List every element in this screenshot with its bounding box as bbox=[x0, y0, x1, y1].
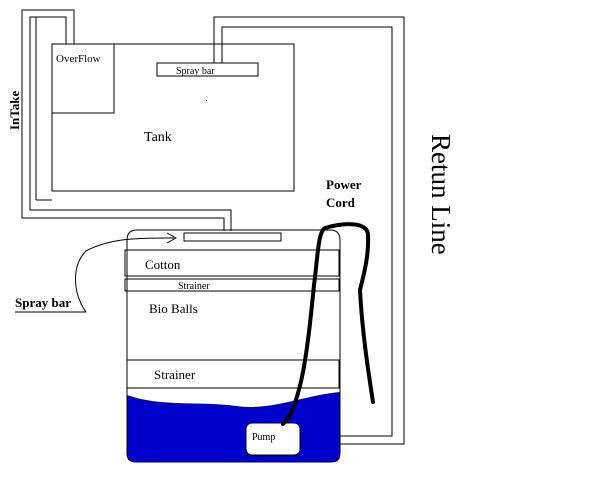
bio-balls-label: Bio Balls bbox=[149, 301, 198, 316]
strainer-top-label: Strainer bbox=[178, 281, 210, 292]
tank-dot bbox=[206, 100, 207, 101]
sump-outline bbox=[126, 229, 341, 463]
cotton-label: Cotton bbox=[145, 257, 181, 272]
strainer-top bbox=[124, 278, 340, 292]
power-cord bbox=[281, 222, 375, 426]
power-cord-label-line2: Cord bbox=[326, 195, 356, 210]
tank-spray-bar-label: Spray bar bbox=[176, 66, 215, 77]
cotton-layer bbox=[124, 249, 340, 277]
strainer-bottom bbox=[126, 359, 340, 389]
sump-spray-bar-label: Spray bar bbox=[15, 295, 71, 310]
return-line-label: Retun Line bbox=[426, 134, 456, 255]
intake-pipe-inner bbox=[29, 16, 232, 231]
tank-label: Tank bbox=[144, 130, 172, 145]
pump-box bbox=[245, 422, 301, 456]
intake-label: InTake bbox=[7, 91, 22, 130]
intake-pipe-outer bbox=[21, 9, 225, 231]
pump-label: Pump bbox=[252, 432, 275, 443]
power-cord-label-line1: Power bbox=[326, 177, 362, 192]
strainer-bottom-label: Strainer bbox=[154, 367, 196, 382]
spray-bar-arrow-head bbox=[166, 232, 178, 244]
sump-spray-bar bbox=[183, 232, 282, 242]
overflow-label: OverFlow bbox=[56, 53, 101, 65]
return-line-inner bbox=[221, 26, 393, 437]
tank-spray-bar bbox=[156, 62, 259, 77]
overflow-box bbox=[51, 43, 115, 114]
return-line-outer bbox=[213, 16, 405, 445]
sump-water bbox=[127, 392, 340, 462]
tank-outline bbox=[51, 43, 295, 192]
spray-bar-arrow bbox=[75, 237, 175, 313]
